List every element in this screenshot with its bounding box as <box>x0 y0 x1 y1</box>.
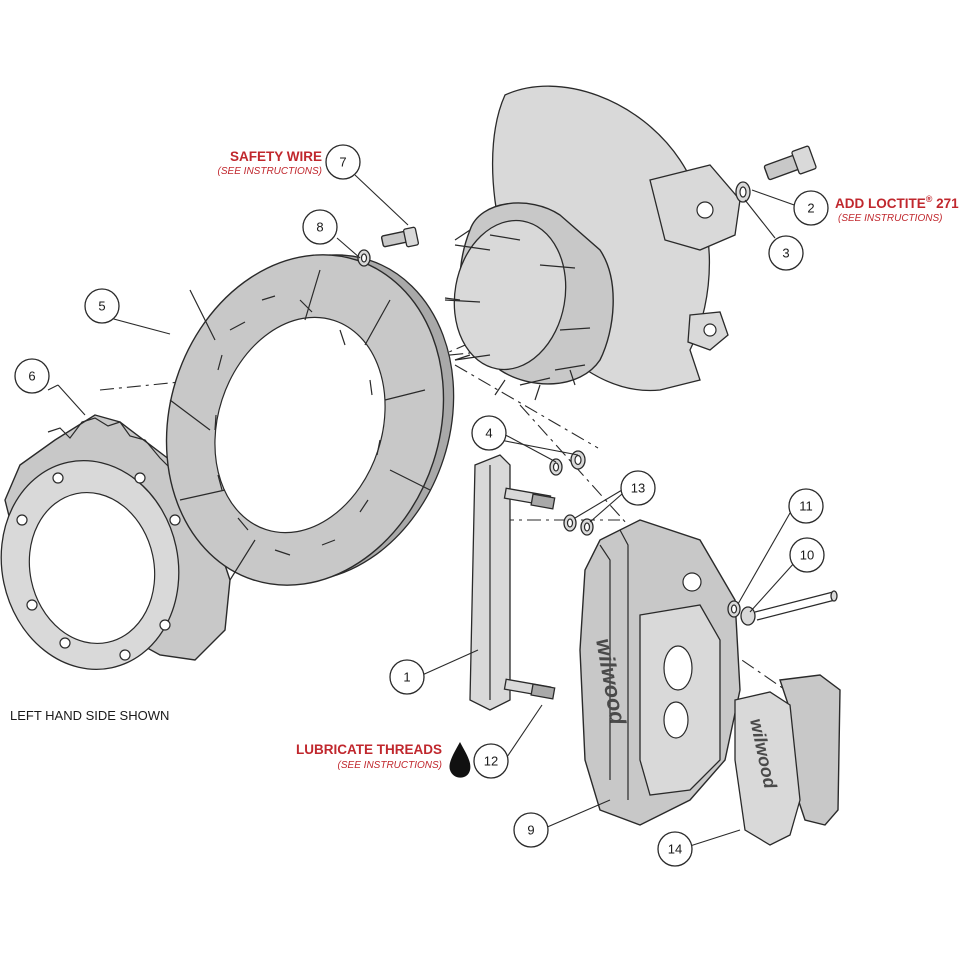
stud-part-12 <box>503 678 556 700</box>
washer-part-3 <box>735 181 751 203</box>
svg-text:6: 6 <box>28 369 35 384</box>
washer-part-8 <box>357 249 371 267</box>
svg-text:SAFETY WIRE: SAFETY WIRE <box>230 149 322 164</box>
stud-upper <box>503 487 556 510</box>
svg-text:5: 5 <box>98 299 105 314</box>
pads-part-14: wilwood <box>734 674 841 846</box>
leader-lines <box>47 174 798 847</box>
svg-text:14: 14 <box>668 842 682 857</box>
svg-text:ADD LOCTITE® 271: ADD LOCTITE® 271 <box>835 194 959 211</box>
note-safety-wire: SAFETY WIRE (SEE INSTRUCTIONS) <box>218 149 322 177</box>
callout-9: 9 <box>513 812 549 848</box>
callout-8: 8 <box>302 209 338 245</box>
callout-7: 7 <box>325 144 361 180</box>
svg-text:11: 11 <box>799 499 813 514</box>
svg-text:3: 3 <box>782 246 789 261</box>
svg-text:4: 4 <box>485 426 492 441</box>
callout-5: 5 <box>84 288 120 324</box>
note-add-loctite: ADD LOCTITE® 271 (SEE INSTRUCTIONS) <box>835 194 959 224</box>
nut-part-11 <box>727 600 741 618</box>
bolt-part-2 <box>763 145 817 181</box>
callout-13: 13 <box>620 470 656 506</box>
svg-text:(SEE INSTRUCTIONS): (SEE INSTRUCTIONS) <box>338 760 442 771</box>
svg-text:2: 2 <box>807 201 814 216</box>
caliper-part-9: wilwood <box>579 519 741 826</box>
callout-4: 4 <box>471 415 507 451</box>
svg-text:7: 7 <box>339 155 346 170</box>
callout-2: 2 <box>793 190 829 226</box>
callouts: 1 2 3 4 5 6 7 8 9 10 11 12 13 14 <box>14 144 829 867</box>
svg-text:9: 9 <box>527 823 534 838</box>
callout-10: 10 <box>789 537 825 573</box>
oil-drop-icon <box>449 742 471 778</box>
bolt-part-7 <box>380 226 420 248</box>
rotor-part-5 <box>165 254 455 586</box>
svg-text:(SEE INSTRUCTIONS): (SEE INSTRUCTIONS) <box>838 213 942 224</box>
svg-text:12: 12 <box>484 754 498 769</box>
svg-text:(SEE INSTRUCTIONS): (SEE INSTRUCTIONS) <box>218 166 322 177</box>
note-lubricate-threads: LUBRICATE THREADS (SEE INSTRUCTIONS) <box>296 742 442 771</box>
callout-12: 12 <box>473 743 509 779</box>
bushing-part-10 <box>740 590 838 626</box>
washers-part-13 <box>563 514 594 536</box>
hub-studs <box>444 234 591 386</box>
callout-11: 11 <box>788 488 824 524</box>
callout-1: 1 <box>389 659 425 695</box>
hub-assembly <box>444 85 741 401</box>
svg-text:LUBRICATE THREADS: LUBRICATE THREADS <box>296 742 442 757</box>
svg-text:13: 13 <box>631 481 645 496</box>
shims-part-4 <box>549 450 586 476</box>
svg-text:10: 10 <box>800 548 814 563</box>
callout-3: 3 <box>768 235 804 271</box>
caption-left-hand-side: LEFT HAND SIDE SHOWN <box>10 708 169 723</box>
callout-14: 14 <box>657 831 693 867</box>
svg-text:8: 8 <box>316 220 323 235</box>
bracket-part-1 <box>469 454 511 711</box>
callout-6: 6 <box>14 358 50 394</box>
svg-text:1: 1 <box>403 670 410 685</box>
